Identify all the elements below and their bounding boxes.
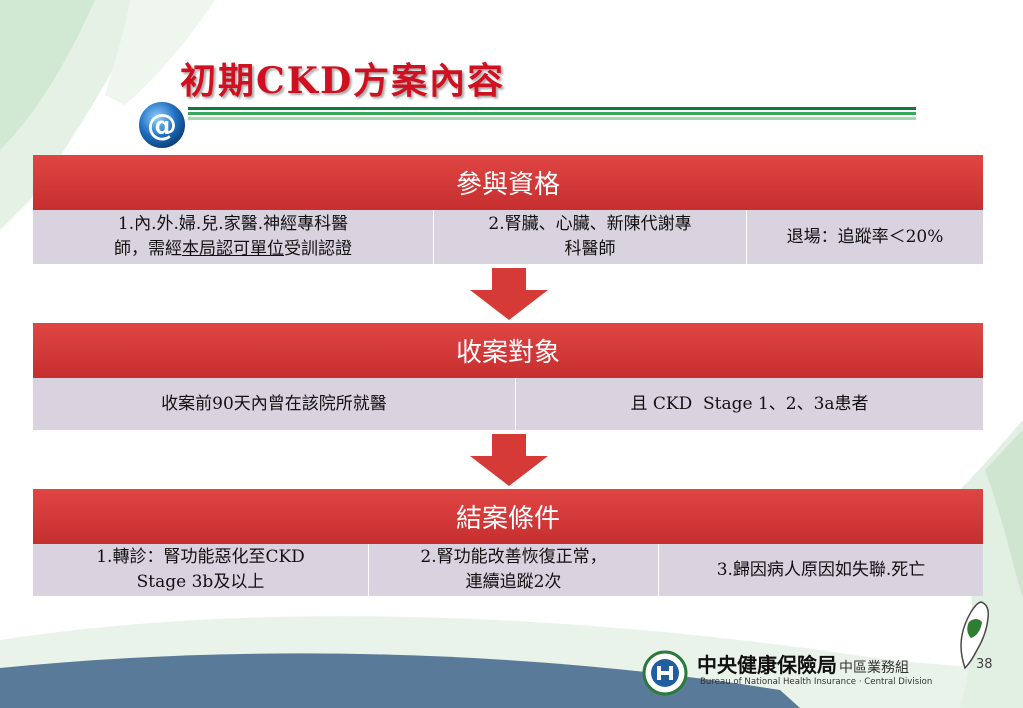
enrollment-cell-stage: 且 CKD Stage 1、2、3a患者: [515, 378, 983, 430]
taiwan-map-icon: [960, 601, 989, 670]
eligibility-cell-specialties: 1.內.外.婦.兒.家醫.神經專科醫 師，需經本局認可單位受訓認證: [33, 210, 433, 264]
section-closure: 結案條件 1.轉診：腎功能惡化至CKD Stage 3b及以上 2.腎功能改善恢…: [33, 489, 983, 596]
eligibility-cell-specialists: 2.腎臟、心臟、新陳代謝專 科醫師: [433, 210, 746, 264]
org-name: 中央健康保險局中區業務組: [697, 653, 909, 677]
org-dept: 中區業務組: [839, 660, 909, 676]
closure-cell-referral: 1.轉診：腎功能惡化至CKD Stage 3b及以上: [33, 544, 368, 596]
closure-cell-recovery: 2.腎功能改善恢復正常， 連續追蹤2次: [368, 544, 658, 596]
section-header: 收案對象: [33, 323, 983, 378]
down-arrow-icon: [470, 434, 548, 486]
page-number: 38: [976, 657, 993, 672]
title-underline: [188, 107, 916, 121]
section-enrollment: 收案對象 收案前90天內曾在該院所就醫 且 CKD Stage 1、2、3a患者: [33, 323, 983, 430]
nhi-logo-icon: [642, 650, 688, 696]
org-name-english: Bureau of National Health Insurance · Ce…: [700, 677, 933, 687]
section-header: 參與資格: [33, 155, 983, 210]
down-arrow-icon: [470, 268, 548, 320]
enrollment-cell-visit: 收案前90天內曾在該院所就醫: [33, 378, 515, 430]
section-eligibility: 參與資格 1.內.外.婦.兒.家醫.神經專科醫 師，需經本局認可單位受訓認證 2…: [33, 155, 983, 264]
at-sign-icon: @: [137, 100, 187, 150]
page-title: 初期CKD方案內容: [180, 60, 506, 102]
svg-text:@: @: [147, 108, 177, 143]
section-header: 結案條件: [33, 489, 983, 544]
closure-cell-loss: 3.歸因病人原因如失聯.死亡: [658, 544, 983, 596]
eligibility-cell-exit: 退場：追蹤率＜20%: [746, 210, 983, 264]
